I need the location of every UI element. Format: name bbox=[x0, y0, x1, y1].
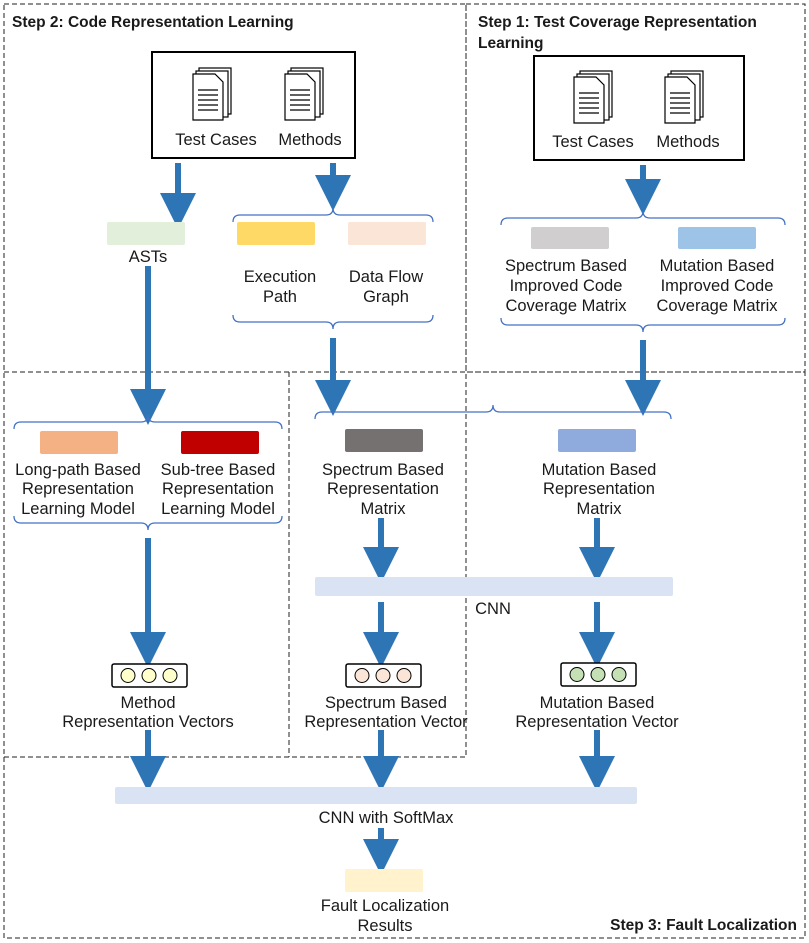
cnn-label: CNN bbox=[475, 600, 511, 618]
mutation-matrix-box bbox=[558, 429, 636, 452]
left-methods-label: Methods bbox=[278, 131, 341, 149]
long-path-label-2: Representation bbox=[22, 480, 134, 498]
method-vector-dots bbox=[111, 663, 188, 688]
brace-top-models bbox=[13, 414, 283, 430]
data-flow-graph-box bbox=[348, 222, 426, 245]
sub-tree-label-1: Sub-tree Based bbox=[161, 461, 276, 479]
mutation-matrix-label-2: Representation bbox=[543, 480, 655, 498]
left-test-cases-document-icon bbox=[192, 67, 232, 121]
spectrum-matrix-label-2: Representation bbox=[327, 480, 439, 498]
mutation-coverage-label-2: Improved Code bbox=[661, 277, 774, 295]
step3-title: Step 3: Fault Localization bbox=[610, 917, 797, 934]
step1-region bbox=[465, 3, 806, 373]
right-test-cases-document-icon bbox=[573, 70, 613, 124]
mutation-matrix-label-1: Mutation Based bbox=[542, 461, 657, 479]
spectrum-coverage-box bbox=[531, 227, 609, 249]
sub-tree-model-box bbox=[181, 431, 259, 454]
long-path-label-3: Learning Model bbox=[21, 500, 135, 518]
method-vectors-label-2: Representation Vectors bbox=[62, 713, 234, 731]
execution-path-label-2: Path bbox=[263, 288, 297, 306]
spectrum-matrix-label-3: Matrix bbox=[361, 500, 407, 518]
mutation-vector-label-1: Mutation Based bbox=[540, 694, 655, 712]
spectrum-vector-label-2: Representation Vector bbox=[304, 713, 468, 731]
brace-bottom-coverage bbox=[500, 317, 786, 333]
execution-path-box bbox=[237, 222, 315, 245]
data-flow-graph-label-2: Graph bbox=[363, 288, 409, 306]
fault-results-box bbox=[345, 869, 423, 892]
spectrum-coverage-label-2: Improved Code bbox=[510, 277, 623, 295]
execution-path-label-1: Execution bbox=[244, 268, 316, 286]
sub-tree-label-2: Representation bbox=[162, 480, 274, 498]
left-test-cases-label: Test Cases bbox=[175, 131, 257, 149]
step1-title-line1: Step 1: Test Coverage Representation bbox=[478, 14, 757, 31]
left-methods-document-icon bbox=[284, 67, 324, 121]
region-borders bbox=[3, 3, 806, 939]
data-flow-graph-label-1: Data Flow bbox=[349, 268, 423, 286]
mutation-vector-dots bbox=[560, 662, 637, 687]
right-methods-label: Methods bbox=[656, 133, 719, 151]
asts-label: ASTs bbox=[129, 248, 168, 266]
long-path-model-box bbox=[40, 431, 118, 454]
long-path-label-1: Long-path Based bbox=[15, 461, 141, 479]
method-vectors-label-1: Method bbox=[120, 694, 175, 712]
step3-region bbox=[3, 371, 806, 939]
arrows bbox=[130, 163, 661, 875]
spectrum-matrix-box bbox=[345, 429, 423, 452]
mutation-coverage-label-1: Mutation Based bbox=[660, 257, 775, 275]
braces bbox=[13, 207, 786, 531]
fault-results-label-2: Results bbox=[357, 917, 412, 935]
mutation-vector-label-2: Representation Vector bbox=[515, 713, 679, 731]
right-methods-document-icon bbox=[664, 70, 704, 124]
right-test-cases-label: Test Cases bbox=[552, 133, 634, 151]
brace-top-matrices bbox=[314, 404, 672, 420]
spectrum-coverage-label-3: Coverage Matrix bbox=[505, 297, 627, 315]
mutation-coverage-box bbox=[678, 227, 756, 249]
spectrum-matrix-label-1: Spectrum Based bbox=[322, 461, 444, 479]
brace-bottom-models bbox=[13, 515, 283, 531]
step1-title-line2: Learning bbox=[478, 35, 543, 52]
sub-tree-label-3: Learning Model bbox=[161, 500, 275, 518]
spectrum-vector-dots bbox=[345, 663, 422, 688]
mutation-matrix-label-3: Matrix bbox=[577, 500, 623, 518]
cnn-softmax-label: CNN with SoftMax bbox=[319, 809, 455, 827]
step2-title: Step 2: Code Representation Learning bbox=[12, 14, 294, 31]
brace-top-coverage bbox=[500, 210, 786, 226]
spectrum-coverage-label-1: Spectrum Based bbox=[505, 257, 627, 275]
cnn-bar bbox=[315, 577, 673, 596]
cnn-softmax-bar bbox=[115, 787, 637, 804]
brace-bottom-execution bbox=[232, 314, 434, 330]
spectrum-vector-label-1: Spectrum Based bbox=[325, 694, 447, 712]
asts-box bbox=[107, 222, 185, 245]
right-input-box bbox=[533, 55, 745, 161]
brace-top-execution bbox=[232, 207, 434, 223]
fault-results-label-1: Fault Localization bbox=[321, 897, 449, 915]
mutation-coverage-label-3: Coverage Matrix bbox=[656, 297, 778, 315]
